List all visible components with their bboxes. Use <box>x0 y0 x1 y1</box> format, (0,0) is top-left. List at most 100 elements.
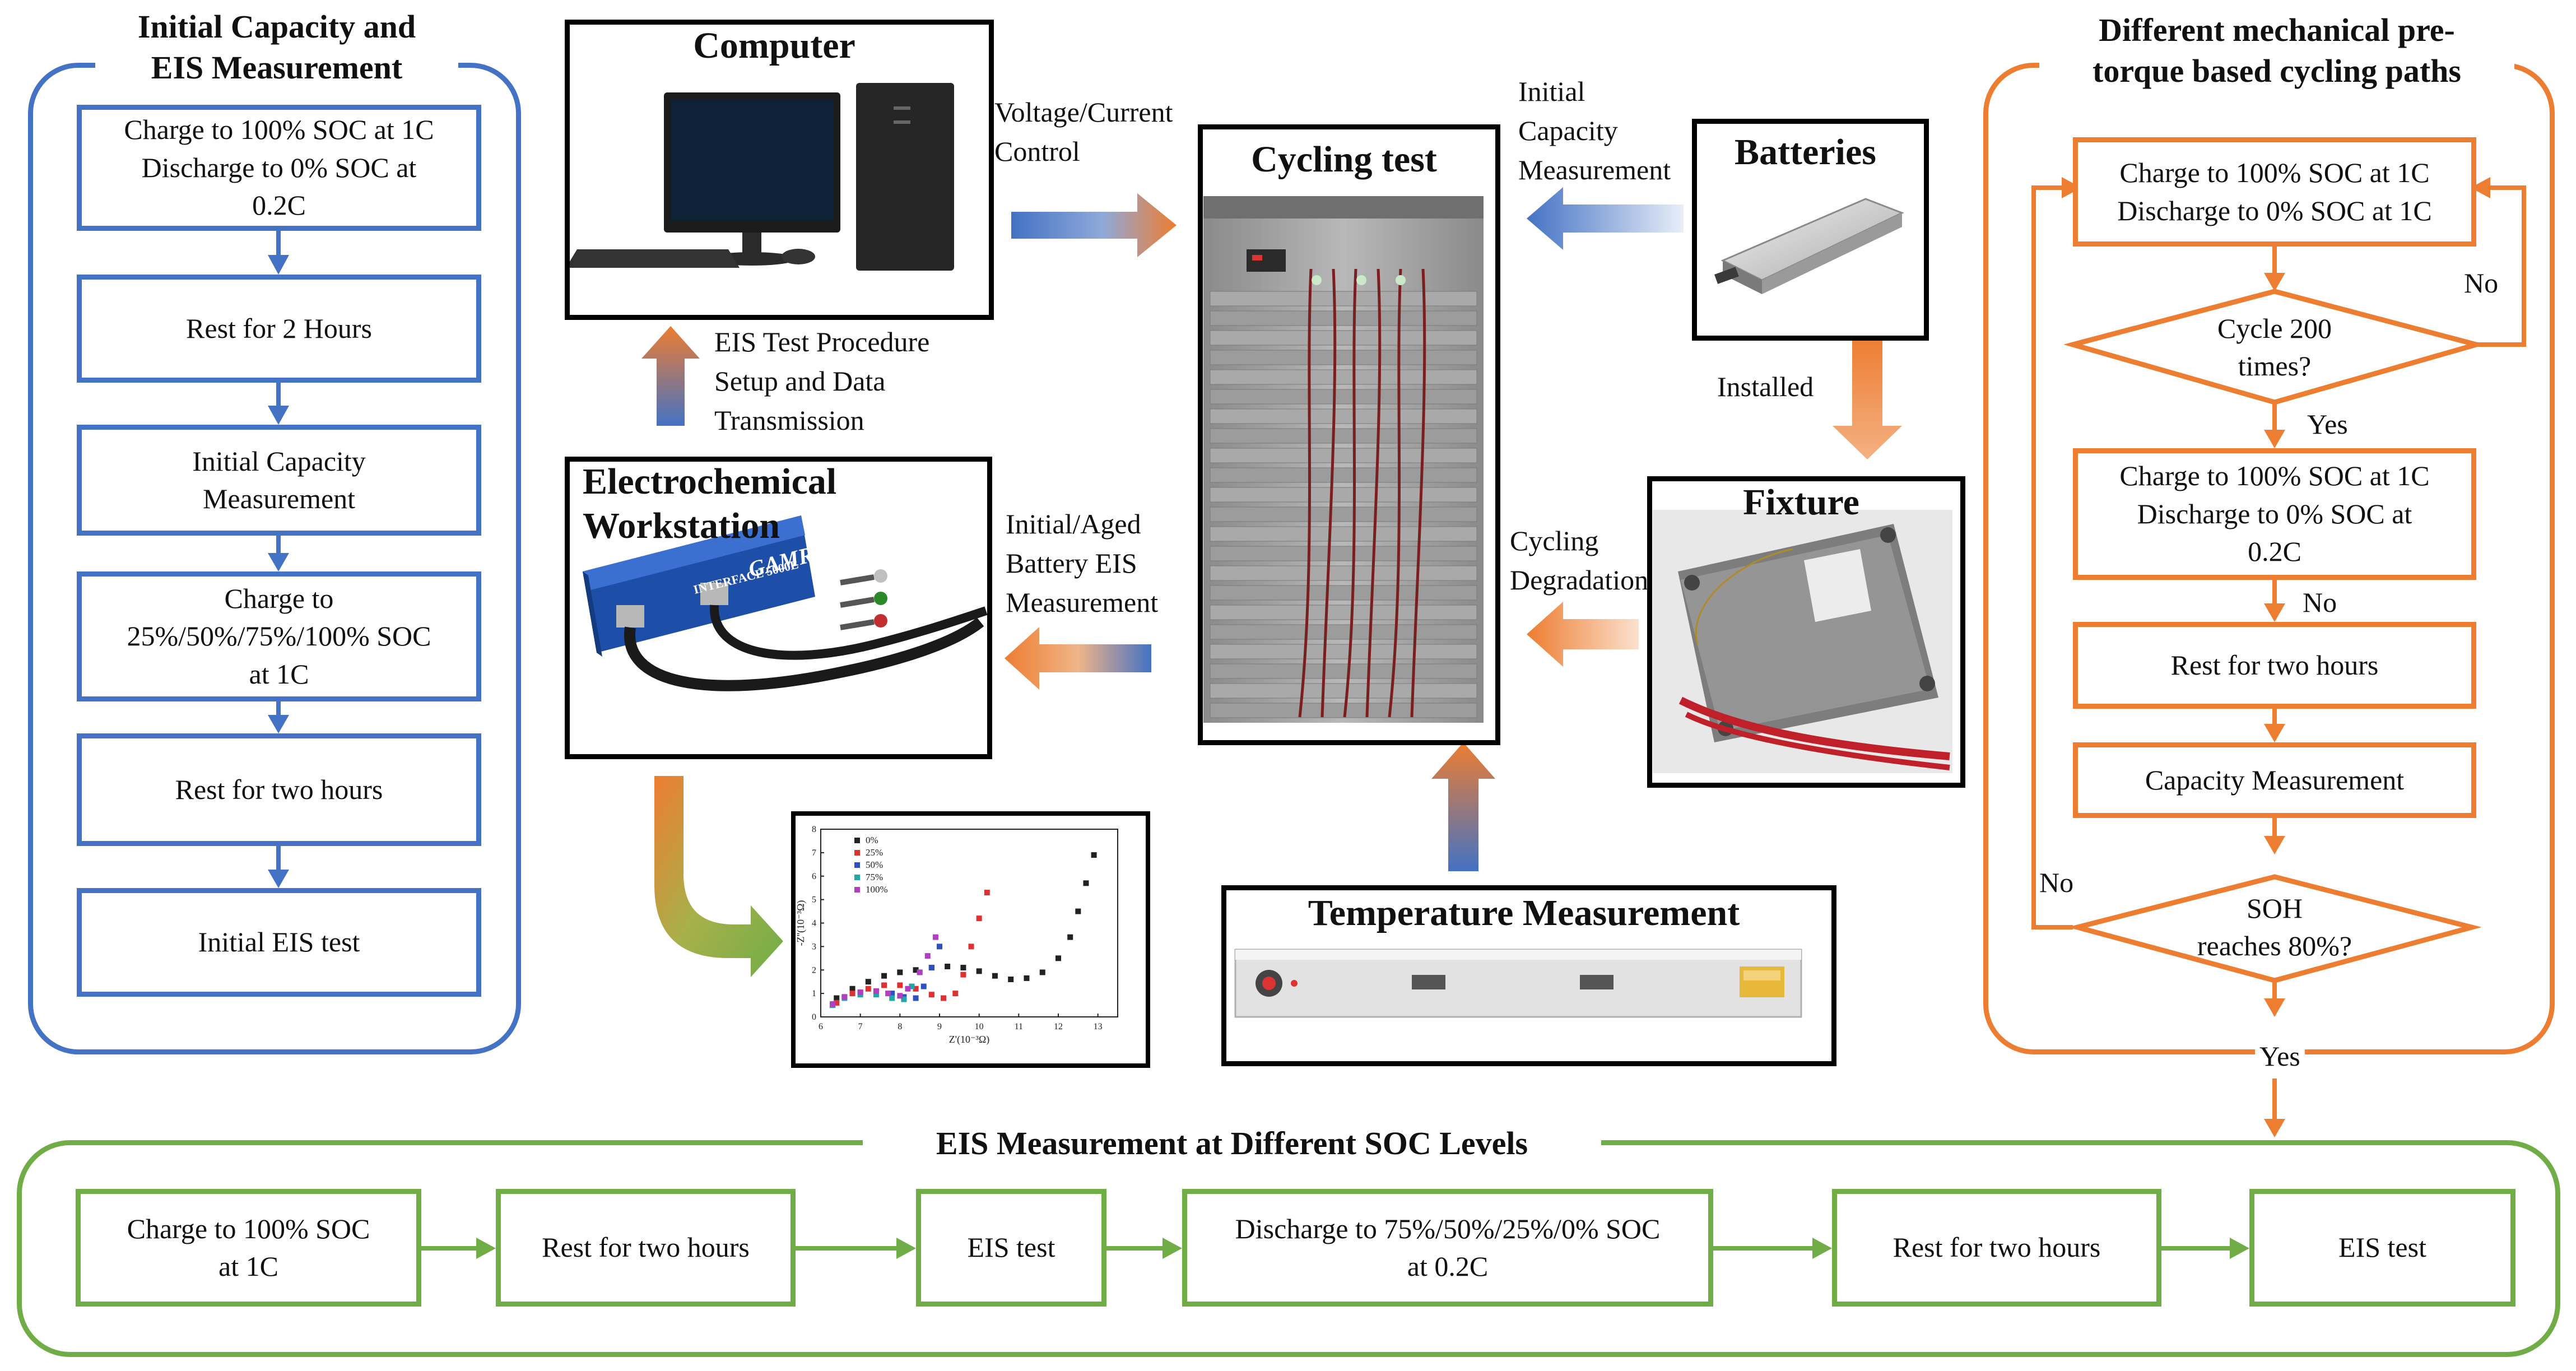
data-point-25pct <box>984 890 990 896</box>
workstation-to-chart-arrow <box>654 776 783 977</box>
rack-row <box>1210 467 1477 483</box>
rack-row <box>1210 310 1477 326</box>
left-step-charge-discharge: Charge to 100% SOC at 1C Discharge to 0%… <box>77 105 481 231</box>
data-point-0pct <box>1067 934 1073 940</box>
data-point-0pct <box>849 986 855 992</box>
rack-row <box>1210 428 1477 444</box>
cycling-rack-image <box>1203 196 1484 723</box>
computer-title: Computer <box>693 25 855 66</box>
cycling-paths-panel-title: Different mechanical pre- torque based c… <box>2039 10 2514 91</box>
right-step-charge-discharge: Charge to 100% SOC at 1C Discharge to 0%… <box>2073 137 2476 247</box>
left-step-initial-eis: Initial EIS test <box>77 888 481 997</box>
data-point-25pct <box>865 986 871 992</box>
bottom-flow-arrows <box>421 1238 2249 1259</box>
bottom-step-eis: EIS test <box>916 1189 1106 1307</box>
data-point-0pct <box>992 973 998 979</box>
initial-capacity-panel-title: Initial Capacity and EIS Measurement <box>95 7 458 88</box>
voltage-current-label: Voltage/Current Control <box>994 96 1173 167</box>
data-point-0pct <box>1024 975 1030 981</box>
rack-row <box>1210 663 1477 679</box>
data-point-25pct <box>960 972 966 978</box>
y-tick-label: 6 <box>812 872 816 881</box>
legend-label: 0% <box>866 835 878 845</box>
data-point-50pct <box>920 983 927 989</box>
data-point-25pct <box>897 982 903 988</box>
rack-row <box>1210 448 1477 463</box>
data-point-25pct <box>928 992 934 998</box>
data-point-100pct <box>885 991 891 997</box>
initial-capacity-arrow <box>1527 187 1684 250</box>
data-point-100pct <box>857 989 863 996</box>
data-point-25pct <box>881 982 887 988</box>
x-tick-label: 10 <box>975 1022 984 1031</box>
rack-row <box>1210 585 1477 601</box>
x-tick-label: 12 <box>1054 1022 1063 1031</box>
y-tick-label: 8 <box>812 825 816 834</box>
data-point-0pct <box>1091 852 1097 858</box>
data-point-50pct <box>889 991 895 997</box>
eis-procedure-label: EIS Test Procedure Setup and Data Transm… <box>714 326 930 436</box>
soc-levels-panel-title: EIS Measurement at Different SOC Levels <box>863 1123 1601 1164</box>
batteries-box <box>1692 119 1929 341</box>
data-point-0pct <box>865 979 871 985</box>
decision-cycle-200-no: No <box>2464 267 2499 299</box>
workstation-image <box>583 515 988 691</box>
legend-marker <box>854 838 860 843</box>
right-flow-connectors <box>2031 185 2526 1121</box>
data-point-100pct <box>873 988 879 994</box>
workstation-title: Electrochemical Workstation <box>583 461 837 547</box>
bottom-step-eis-final: EIS test <box>2249 1189 2515 1307</box>
fixture-image <box>1653 510 1952 773</box>
decision-cycle-200-yes: Yes <box>2307 408 2348 440</box>
computer-image <box>566 83 954 271</box>
data-point-25pct <box>849 991 855 997</box>
x-tick-label: 6 <box>819 1022 823 1031</box>
rack-row <box>1210 644 1477 659</box>
data-point-100pct <box>905 986 911 992</box>
cycling-degradation-arrow <box>1527 602 1639 667</box>
rack-row <box>1210 389 1477 405</box>
voltage-current-arrow <box>1011 193 1177 257</box>
rack-row <box>1210 330 1477 346</box>
eis-setup-arrow <box>641 326 700 426</box>
x-axis-label: Z'(10⁻³Ω) <box>949 1034 990 1045</box>
temperature-title: Temperature Measurement <box>1308 893 1740 933</box>
right-step-charge-discharge-02c: Charge to 100% SOC at 1C Discharge to 0%… <box>2073 448 2476 580</box>
installed-label: Installed <box>1717 371 1814 402</box>
right-step-capacity: Capacity Measurement <box>2073 742 2476 818</box>
data-point-25pct <box>941 995 947 1001</box>
data-point-0pct <box>960 965 966 971</box>
legend-label: 100% <box>866 884 888 895</box>
rack-row <box>1210 408 1477 424</box>
data-point-50pct <box>937 944 942 950</box>
decision-diamonds <box>2063 289 2486 983</box>
data-point-75pct <box>909 983 915 989</box>
legend-marker <box>854 875 860 880</box>
data-point-100pct <box>897 993 903 999</box>
y-axis-label: -Z''(10⁻³Ω) <box>795 900 807 946</box>
x-tick-label: 9 <box>937 1022 942 1031</box>
rack-row <box>1210 487 1477 503</box>
rack-row <box>1210 350 1477 365</box>
decision-soh-no: No <box>2039 867 2074 898</box>
y-tick-label: 0 <box>812 1012 816 1022</box>
legend-label: 25% <box>866 847 883 858</box>
legend-label: 50% <box>866 859 883 870</box>
left-step-rest-two: Rest for two hours <box>77 733 481 846</box>
temperature-device-image <box>1234 949 1802 1018</box>
data-point-25pct <box>968 944 974 950</box>
data-point-50pct <box>913 995 919 1001</box>
data-point-100pct <box>924 953 931 959</box>
temperature-arrow <box>1431 742 1495 871</box>
fixture-title: Fixture <box>1743 482 1859 523</box>
bottom-step-rest: Rest for two hours <box>496 1189 796 1307</box>
rack-row <box>1210 369 1477 385</box>
bottom-step-rest-two: Rest for two hours <box>1832 1189 2161 1307</box>
rack-row <box>1210 624 1477 640</box>
data-point-0pct <box>834 995 840 1001</box>
data-point-0pct <box>881 973 887 979</box>
data-point-100pct <box>841 994 848 1000</box>
data-point-0pct <box>1008 977 1014 982</box>
data-point-75pct <box>889 995 895 1001</box>
